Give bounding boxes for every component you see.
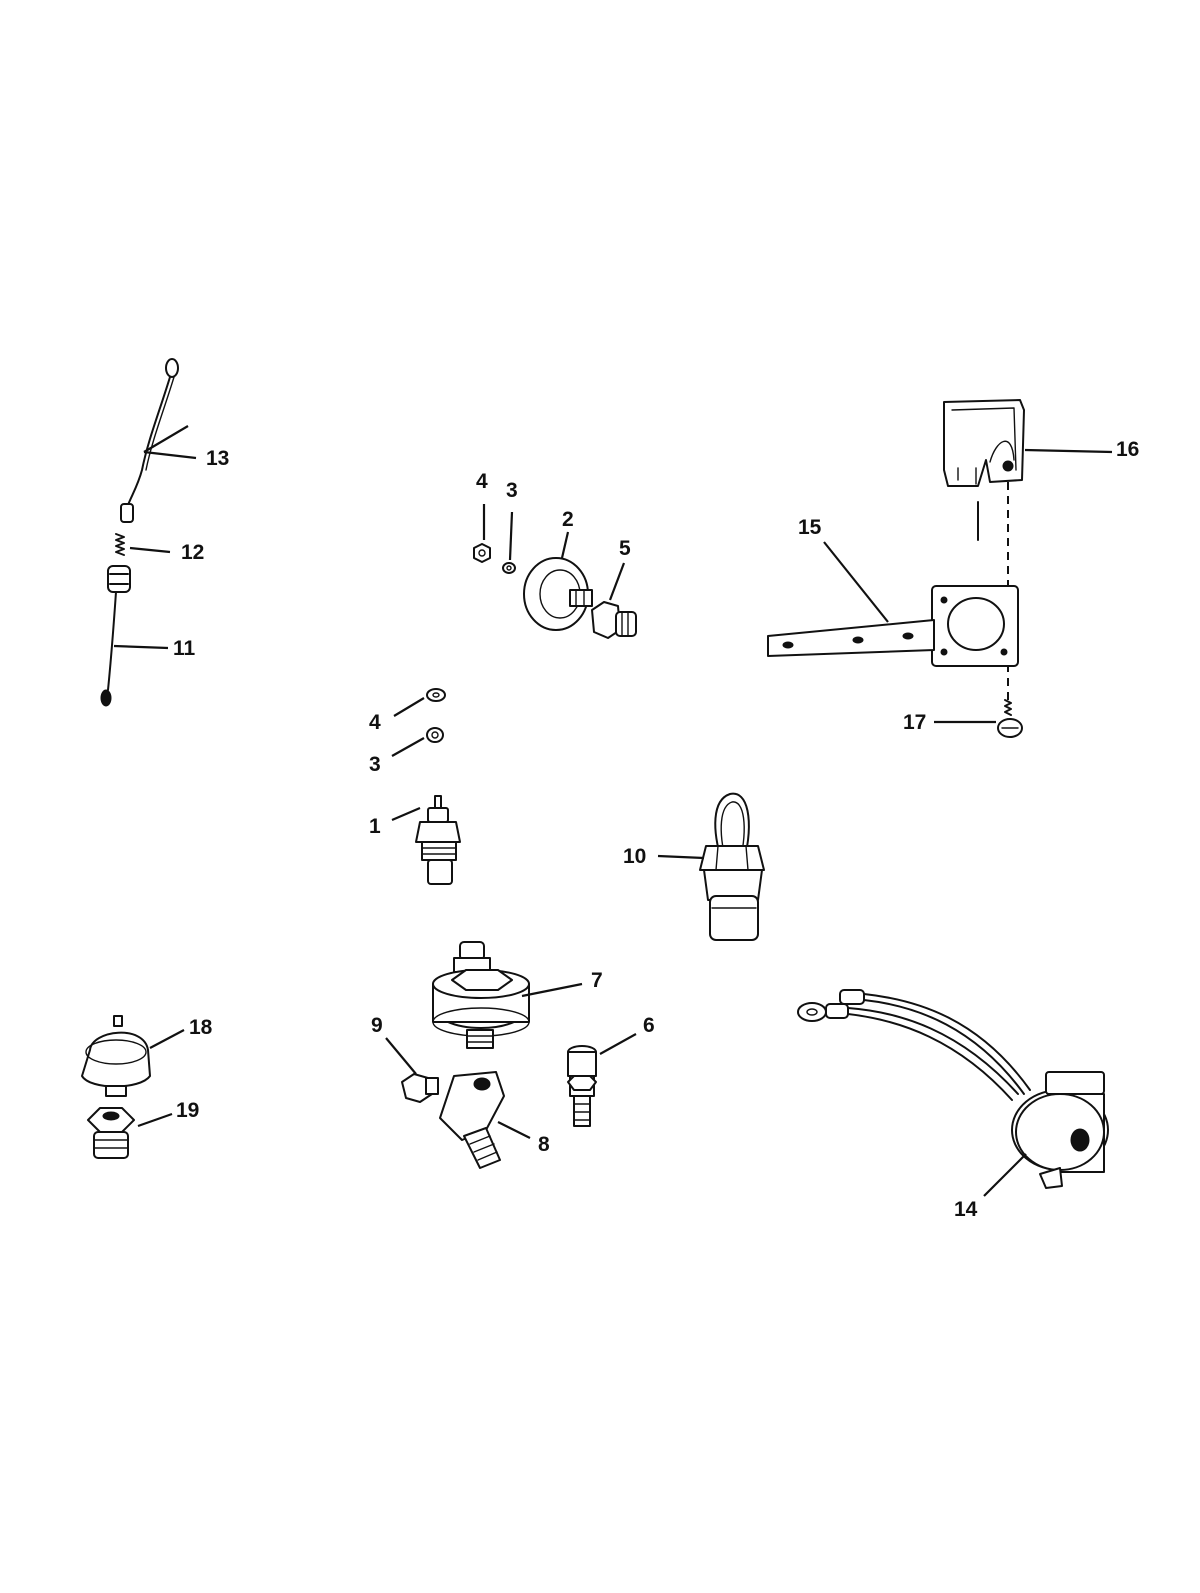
callout-3-upper: 3 [506,479,518,502]
part-16-clip-cover [943,399,1025,487]
callout-4-lower: 4 [369,711,381,734]
leader-6 [599,1033,637,1055]
part-6-fitting [567,1045,597,1127]
part-7-pressure-switch [432,941,530,1049]
leader-5 [608,562,626,601]
leader-13b [143,425,189,453]
leader-9 [385,1037,417,1075]
part-4-nut-upper [473,543,491,563]
part-2-sender [523,557,593,631]
leader-1 [391,806,421,822]
callout-18: 18 [189,1016,213,1039]
callout-3-lower: 3 [369,753,381,776]
part-3-washer-upper [502,562,516,574]
part-10-connector-plug [699,792,765,941]
leader-19 [137,1112,173,1128]
part-15-mounting-bracket [767,585,1019,667]
part-19-adapter [87,1107,135,1159]
part-17-screw [997,699,1023,738]
callout-7: 7 [591,969,603,992]
part-11-sensor-lead [100,565,131,707]
leader-16 [1024,448,1113,454]
part-5-adapter-fitting [591,601,637,639]
part-18-oil-pressure-sender [81,1015,151,1097]
callout-1: 1 [369,815,381,838]
callout-12: 12 [181,541,204,564]
leader-4-lower [393,697,425,717]
callout-11: 11 [173,637,196,660]
part-3-washer-lower [426,727,444,743]
part-14-coil-with-leads [797,989,1109,1189]
part-13-wire-lead [120,358,179,523]
callout-19: 19 [176,1099,199,1122]
callout-5: 5 [619,537,631,560]
leader-18 [149,1029,185,1049]
leader-7 [521,982,583,998]
callout-15: 15 [798,516,822,539]
leader-11 [113,644,169,650]
callout-13: 13 [206,447,229,470]
callout-8: 8 [538,1133,550,1156]
callout-6: 6 [643,1014,655,1037]
part-9-plug [401,1073,439,1103]
callout-17: 17 [903,711,926,734]
callout-14: 14 [954,1198,978,1221]
leader-12 [129,546,171,554]
callout-9: 9 [371,1014,383,1037]
part-12-spring [115,533,125,556]
callout-2: 2 [562,508,574,531]
callout-4-upper: 4 [476,470,488,493]
callout-16: 16 [1116,438,1139,461]
part-1-temperature-sender [415,795,461,885]
leader-14 [983,1153,1027,1197]
leader-15 [823,541,889,623]
leader-13a [143,450,197,460]
leader-8 [497,1121,531,1139]
leader-3-upper [508,511,514,561]
callout-10: 10 [623,845,646,868]
part-8-tee-fitting [439,1071,505,1169]
leader-10 [657,854,705,860]
leader-2 [560,531,570,559]
part-4-nut-lower [426,688,446,702]
leader-3-lower [391,737,425,757]
